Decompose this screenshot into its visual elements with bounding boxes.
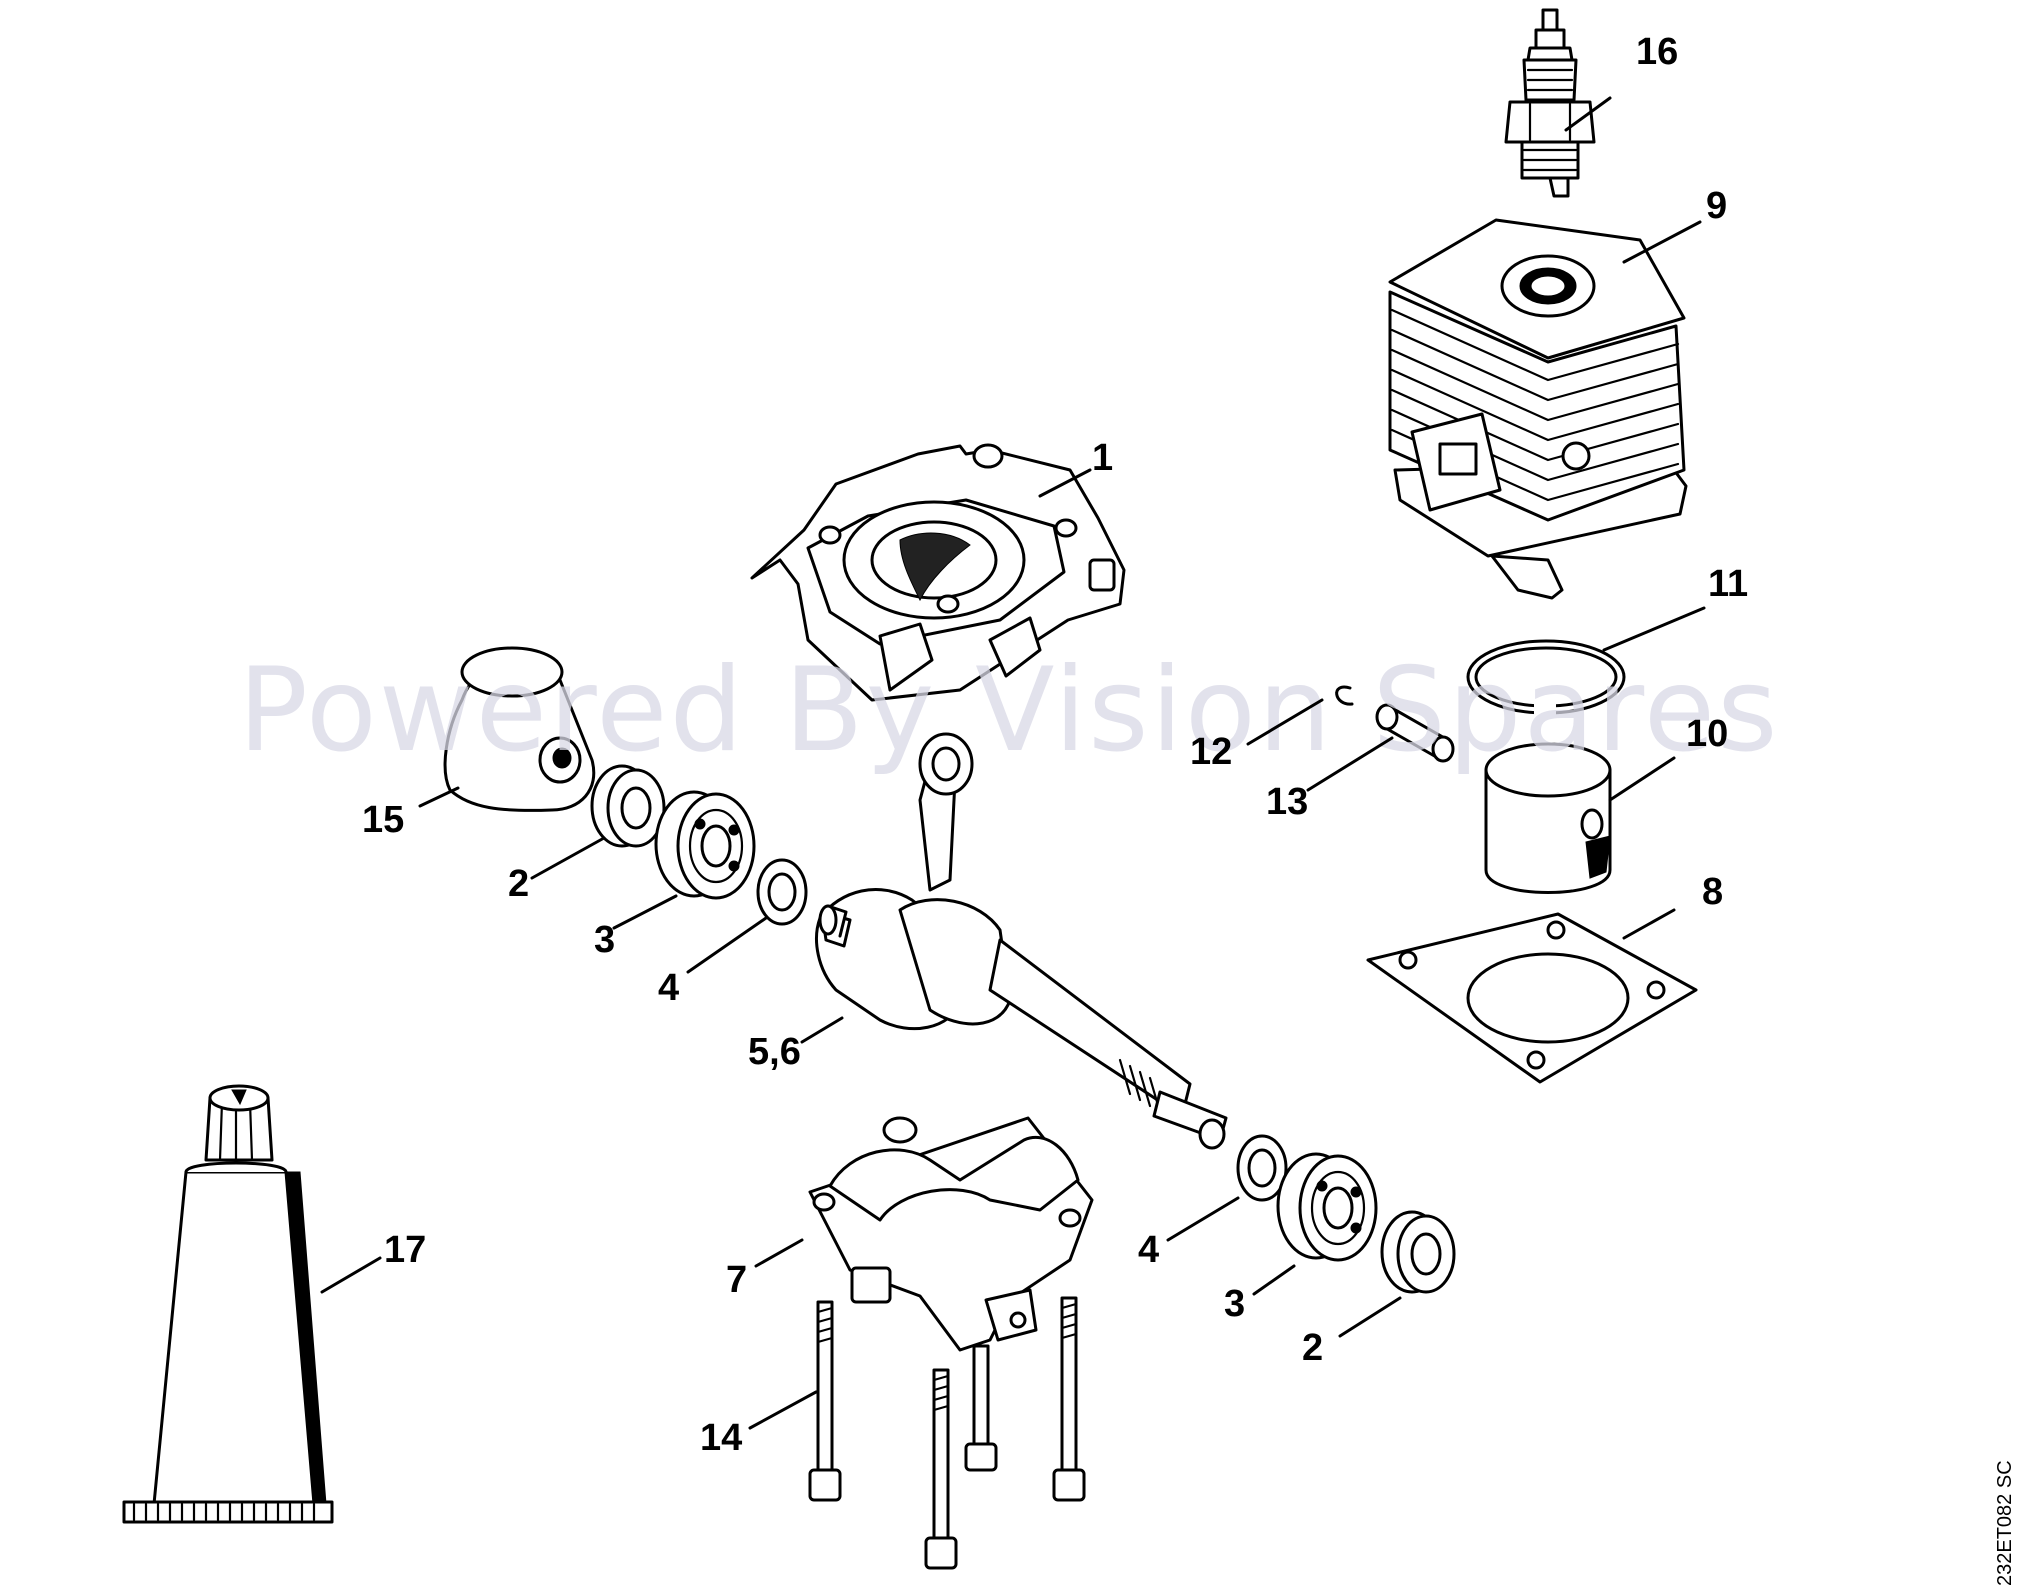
watermark-text: Powered By Vision Spares xyxy=(238,643,1780,778)
screw-part-14-b[interactable] xyxy=(924,1368,958,1570)
cover-cap-part-15[interactable] xyxy=(443,646,596,812)
callout-14[interactable]: 14 xyxy=(700,1417,742,1459)
cylinder-part-9[interactable] xyxy=(1388,218,1688,600)
ball-bearing-part-3-left[interactable] xyxy=(654,790,756,900)
callout-12[interactable]: 12 xyxy=(1190,731,1232,773)
crankcase-lower-part-7[interactable] xyxy=(808,1116,1094,1352)
screw-part-14-d[interactable] xyxy=(1052,1296,1086,1502)
spark-plug-part-16[interactable] xyxy=(1504,8,1596,198)
callout-16[interactable]: 16 xyxy=(1636,31,1678,73)
callout-9[interactable]: 9 xyxy=(1706,185,1727,227)
piston-pin-part-13[interactable] xyxy=(1375,703,1455,763)
bearing-small-part-2-right[interactable] xyxy=(1380,1210,1456,1294)
callout-2-right[interactable]: 2 xyxy=(1302,1327,1323,1369)
crankcase-part-1[interactable] xyxy=(750,443,1126,702)
piston-ring-part-11[interactable] xyxy=(1466,639,1626,716)
callout-3-left[interactable]: 3 xyxy=(594,919,615,961)
gasket-part-8[interactable] xyxy=(1366,912,1698,1084)
circlip-part-12[interactable] xyxy=(1335,685,1354,706)
screw-part-14-c[interactable] xyxy=(964,1344,998,1472)
callout-2-left[interactable]: 2 xyxy=(508,863,529,905)
callout-17[interactable]: 17 xyxy=(384,1229,426,1271)
screw-part-14-a[interactable] xyxy=(808,1300,842,1502)
callout-labels: 16 9 1 11 10 8 12 13 15 2 3 4 5,6 7 4 3 … xyxy=(362,31,1748,1459)
callout-5-6[interactable]: 5,6 xyxy=(748,1031,801,1073)
callout-11[interactable]: 11 xyxy=(1708,563,1748,605)
callout-10[interactable]: 10 xyxy=(1686,713,1728,755)
ball-bearing-part-3-right[interactable] xyxy=(1276,1152,1378,1262)
callout-4-left[interactable]: 4 xyxy=(658,967,679,1009)
callout-1[interactable]: 1 xyxy=(1092,437,1113,479)
diagram-code: 232ET082 SC xyxy=(1994,1460,2016,1586)
leader-lines xyxy=(320,96,1706,1430)
washer-part-4-right[interactable] xyxy=(1236,1134,1288,1202)
callout-4-right[interactable]: 4 xyxy=(1138,1229,1159,1271)
piston-part-10[interactable] xyxy=(1484,742,1612,894)
bearing-small-part-2-left[interactable] xyxy=(590,764,666,848)
callout-15[interactable]: 15 xyxy=(362,799,404,841)
callout-3-right[interactable]: 3 xyxy=(1224,1283,1245,1325)
washer-part-4-left[interactable] xyxy=(756,858,808,926)
crankshaft-part-5-6[interactable] xyxy=(815,732,1228,1150)
callout-8[interactable]: 8 xyxy=(1702,871,1723,913)
grease-tube-part-17[interactable] xyxy=(122,1084,334,1524)
callout-13[interactable]: 13 xyxy=(1266,781,1308,823)
callout-7[interactable]: 7 xyxy=(726,1259,747,1301)
